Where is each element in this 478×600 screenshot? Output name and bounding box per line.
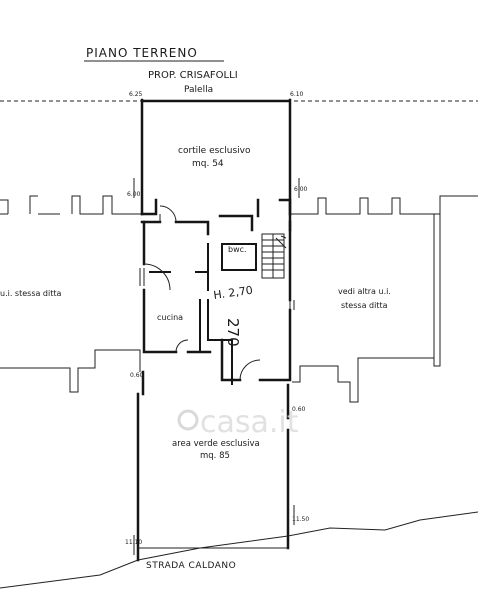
street-label: STRADA CALDANO [146, 561, 236, 571]
courtyard-label: cortile esclusivo [178, 146, 251, 156]
dim-top-left: 6.25 [129, 91, 143, 98]
stair-arrow [275, 235, 287, 249]
watermark-logo-icon [177, 409, 199, 431]
neighbor-top-name: PROP. CRISAFOLLI [148, 70, 238, 81]
right-neighbor-label-1: vedi altra u.i. [338, 287, 391, 296]
dim-top-right: 6.10 [290, 91, 304, 98]
green-area-left-wall [136, 370, 145, 562]
dim-right-lower: 0.60 [292, 406, 306, 413]
house-walls [139, 198, 295, 385]
dim-left-lower: 0.60 [130, 372, 144, 379]
height-label: H. 2,70 [213, 284, 254, 302]
door-swing-garden [239, 359, 261, 381]
door-swing-kitchen [175, 339, 189, 353]
green-area-area: mq. 85 [200, 451, 230, 461]
courtyard-area: mq. 54 [192, 159, 224, 169]
right-neighbor-label-2: stessa ditta [341, 301, 388, 310]
dim-bottom-right: 11.50 [292, 516, 309, 523]
courtyard-walls [140, 98, 292, 216]
watermark-text: casa.it [200, 405, 299, 440]
right-neighbor-outline [290, 195, 478, 367]
right-neighbor-outline-bottom [292, 357, 434, 403]
door-swing-top [159, 205, 177, 223]
left-neighbor-label: u.i. stessa ditta [0, 289, 62, 298]
street-boundary [0, 511, 478, 589]
door-swing-left [143, 263, 171, 291]
neighbor-top-sub: Palella [184, 85, 213, 95]
rotated-number: 270 [224, 318, 242, 347]
stair-steps [262, 234, 284, 278]
plan-title: PIANO TERRENO [86, 46, 198, 60]
left-neighbor-outline-bottom [0, 349, 141, 393]
left-neighbor-outline [0, 195, 142, 215]
green-area-label: area verde esclusiva [172, 439, 260, 449]
kitchen-label: cucina [157, 313, 183, 322]
dim-right-mid: 6.00 [294, 186, 308, 193]
bathroom-label: bwc. [228, 245, 247, 254]
